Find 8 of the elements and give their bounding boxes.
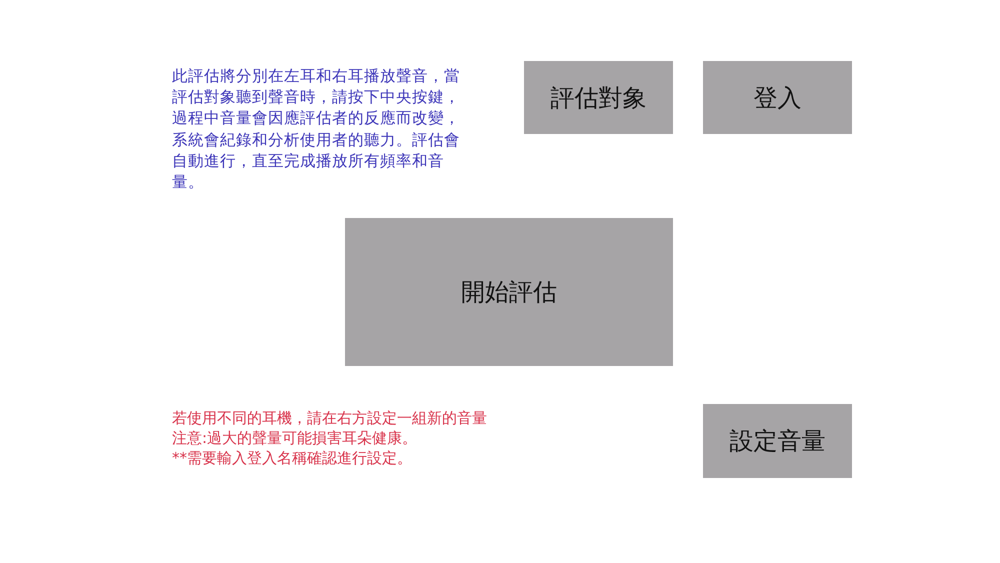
warning-text: 注意:過大的聲量可能損害耳朵健康。	[172, 429, 418, 448]
button: 設定音量	[703, 404, 852, 478]
note-text: 若使用不同的耳機，請在右方設定一組新的音量	[172, 409, 488, 428]
button: 開始評估	[345, 218, 673, 366]
button: 登入	[703, 61, 852, 134]
button: 評估對象	[524, 61, 673, 134]
instruction-paragraph: 此評估將分別在左耳和右耳播放聲音，當評估對象聽到聲音時，請按下中央按鍵，過程中音量會因應評估者的反應而改變，系統會紀錄和分析使用者的聽力。評估會自動進行，直至完成播放所有頻率和音量。	[172, 66, 461, 194]
note-text: **需要輸入登入名稱確認進行設定。	[172, 449, 413, 468]
